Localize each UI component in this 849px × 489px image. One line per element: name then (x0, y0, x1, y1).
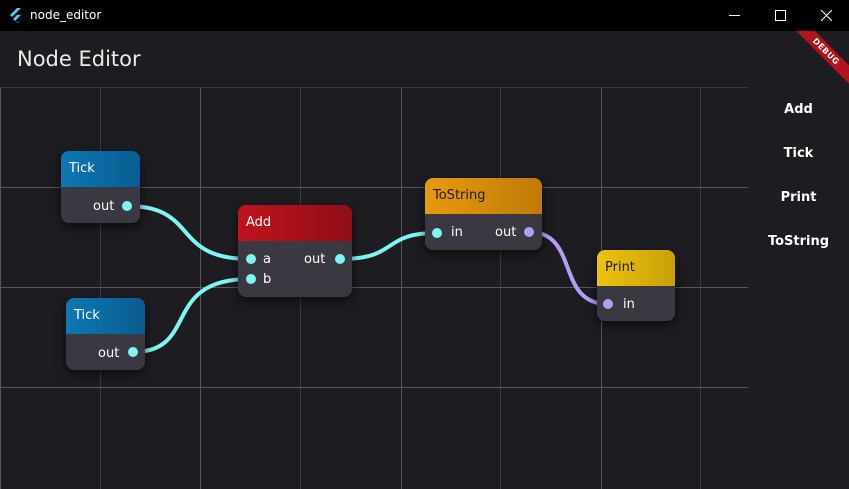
print-node-header[interactable]: Print (597, 250, 675, 286)
print-node-title: Print (605, 260, 635, 275)
add-node-header[interactable]: Add (238, 205, 352, 241)
print-node-in-label: in (623, 297, 635, 312)
canvas-grid (0, 88, 748, 489)
tick-node-1-out-port[interactable] (122, 201, 132, 211)
flutter-app-icon (10, 8, 21, 23)
tick-node-1-out-label: out (93, 199, 115, 214)
tick-node-2-out-label: out (98, 346, 120, 361)
minimize-button[interactable] (711, 0, 757, 31)
tick-node-button[interactable]: Tick (783, 146, 814, 161)
add-node-title: Add (246, 215, 272, 230)
tick-node-2-title: Tick (74, 308, 100, 323)
add-node-button[interactable]: Add (784, 102, 813, 117)
tick-node-2-header[interactable]: Tick (66, 298, 145, 334)
tostring-node-out-label: out (495, 225, 517, 240)
add-node-b-port[interactable] (246, 274, 256, 284)
tostring-node-out-port[interactable] (524, 227, 534, 237)
tick-node-2[interactable]: Tick out (66, 298, 145, 370)
close-button[interactable] (803, 0, 849, 31)
print-node-in-port[interactable] (603, 299, 613, 309)
node-palette-sidebar: Add Tick Print ToString (748, 87, 849, 488)
add-node-out-port[interactable] (335, 254, 345, 264)
debug-label: DEBUG (791, 31, 849, 88)
maximize-button[interactable] (757, 0, 803, 31)
tostring-node-title: ToString (433, 188, 486, 203)
window-title: node_editor (30, 8, 102, 22)
tick-node-2-out-port[interactable] (128, 347, 138, 357)
app-bar (0, 31, 849, 87)
tick-node-1-header[interactable]: Tick (61, 151, 140, 187)
tostring-node-header[interactable]: ToString (425, 178, 542, 214)
maximize-icon (774, 10, 786, 21)
tostring-node-button[interactable]: ToString (767, 234, 830, 249)
tostring-node[interactable]: ToString in out (425, 178, 542, 250)
tick-node-1[interactable]: Tick out (61, 151, 140, 223)
debug-banner: DEBUG (791, 31, 849, 89)
add-node-a-label: a (263, 252, 271, 267)
print-node-button[interactable]: Print (780, 190, 817, 205)
tick-node-1-title: Tick (69, 161, 95, 176)
tostring-node-in-port[interactable] (432, 228, 442, 238)
close-icon (820, 10, 832, 21)
add-node-out-label: out (304, 252, 326, 267)
add-node-b-label: b (263, 272, 272, 287)
print-node[interactable]: Print in (597, 250, 675, 321)
minimize-icon (728, 15, 740, 16)
add-node[interactable]: Add a b out (238, 205, 352, 297)
page-title: Node Editor (17, 47, 141, 71)
add-node-a-port[interactable] (246, 254, 256, 264)
tostring-node-in-label: in (451, 225, 463, 240)
window-titlebar: node_editor (0, 0, 849, 31)
